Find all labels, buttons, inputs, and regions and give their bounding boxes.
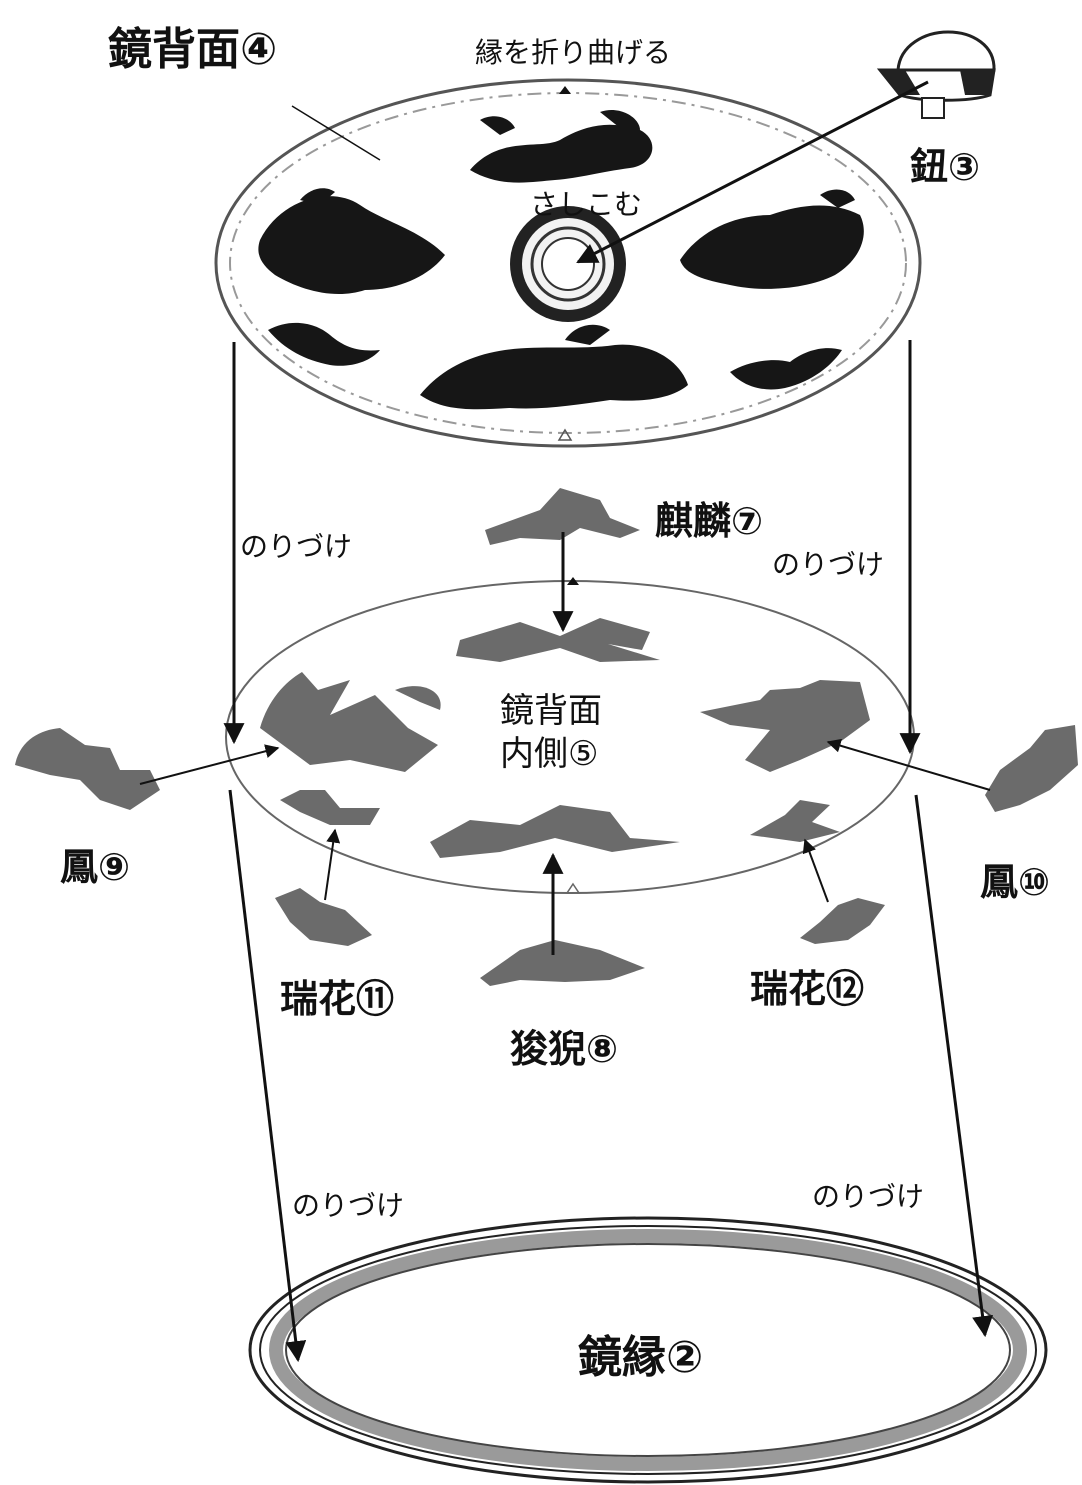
inner-cutouts bbox=[260, 618, 870, 858]
label-glue-left-lower: のりづけ bbox=[292, 1189, 404, 1222]
label-lion: 狻猊⑧ bbox=[510, 1027, 618, 1071]
label-insert: さしこむ bbox=[530, 188, 642, 221]
mirror-back-disc bbox=[214, 78, 922, 448]
label-qilin: 麒麟⑦ bbox=[655, 499, 763, 543]
label-phoenix-left: 鳳⑨ bbox=[60, 845, 130, 889]
phoenix-left-cutout bbox=[15, 728, 160, 810]
assembly-arrows bbox=[139, 80, 994, 1363]
label-phoenix-right: 鳳⑩ bbox=[980, 860, 1050, 904]
label-glue-right-lower: のりづけ bbox=[812, 1180, 924, 1213]
label-mirror-rim: 鏡縁② bbox=[578, 1332, 703, 1383]
label-mirror-back: 鏡背面④ bbox=[108, 24, 277, 75]
phoenix-right-cutout bbox=[985, 725, 1078, 812]
label-flower-left: 瑞花⑪ bbox=[280, 977, 394, 1021]
label-inner-back-1: 鏡背面 bbox=[500, 691, 602, 731]
label-glue-left-upper: のりづけ bbox=[240, 530, 352, 563]
mirror-rim-ring bbox=[248, 1216, 1048, 1484]
loose-cutouts bbox=[15, 488, 1078, 986]
label-flower-right: 瑞花⑫ bbox=[750, 967, 864, 1011]
label-inner-back-2: 内側⑤ bbox=[500, 734, 598, 774]
beast-motifs bbox=[258, 110, 864, 410]
flower-left-cutout bbox=[275, 888, 372, 946]
center-boss bbox=[510, 206, 626, 322]
label-knob: 鈕③ bbox=[910, 145, 980, 189]
label-fold-edge: 縁を折り曲げる bbox=[475, 36, 671, 69]
label-glue-right-upper: のりづけ bbox=[772, 548, 884, 581]
inner-back-disc bbox=[225, 577, 915, 894]
qilin-cutout bbox=[485, 488, 640, 545]
flower-right-cutout bbox=[800, 898, 885, 944]
knob-part bbox=[876, 30, 996, 119]
lion-cutout bbox=[480, 940, 645, 986]
